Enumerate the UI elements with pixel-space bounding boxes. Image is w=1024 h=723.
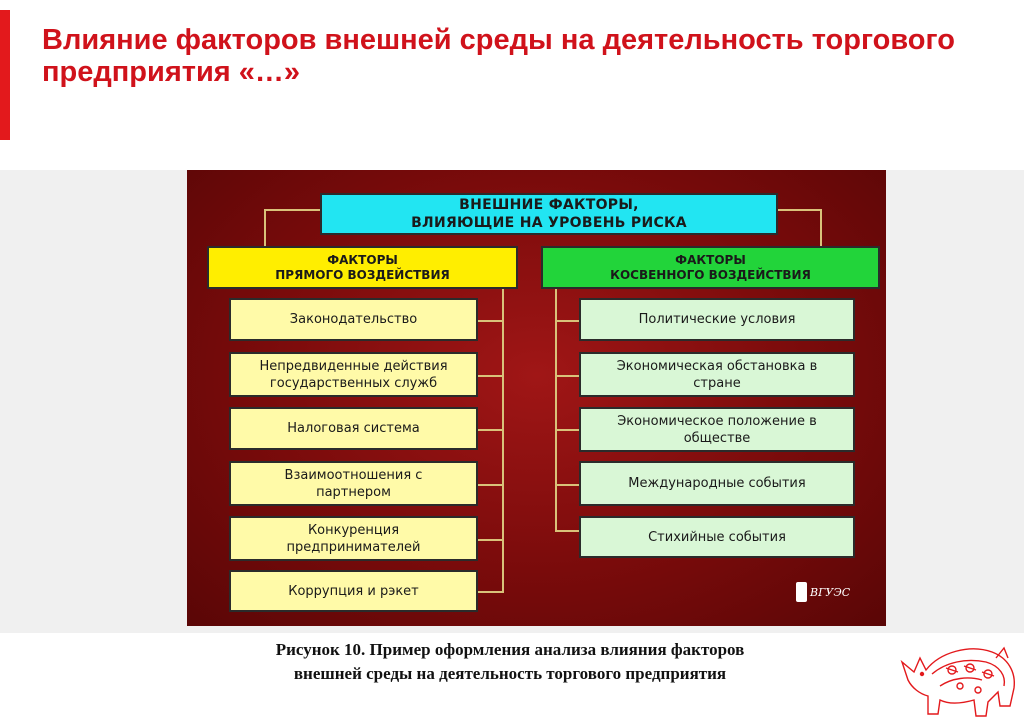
- root-node: ВНЕШНИЕ ФАКТОРЫ, ВЛИЯЮЩИЕ НА УРОВЕНЬ РИС…: [320, 193, 778, 235]
- direct-factor-item: Законодательство: [229, 298, 478, 341]
- caption-line-1: Рисунок 10. Пример оформления анализа вл…: [275, 640, 745, 659]
- indirect-factor-item: Экономическая обстановка в стране: [579, 352, 855, 397]
- direct-factor-item: Конкуренция предпринимателей: [229, 516, 478, 561]
- logo-text: ВГУЭС: [810, 585, 851, 599]
- direct-factor-item: Непредвиденные действия государственных …: [229, 352, 478, 397]
- direct-factor-item: Налоговая система: [229, 407, 478, 450]
- caption-line-2: внешней среды на деятельность торгового …: [293, 664, 727, 683]
- indirect-factor-item: Политические условия: [579, 298, 855, 341]
- direct-factor-item: Коррупция и рэкет: [229, 570, 478, 612]
- indirect-factor-item: Стихийные события: [579, 516, 855, 558]
- accent-bar: [0, 10, 10, 140]
- indirect-factors-header: ФАКТОРЫ КОСВЕННОГО ВОЗДЕЙСТВИЯ: [541, 246, 880, 289]
- indirect-factor-item: Международные события: [579, 461, 855, 506]
- figure-caption: Рисунок 10. Пример оформления анализа вл…: [190, 638, 830, 686]
- university-logo: ВГУЭС: [796, 582, 850, 602]
- direct-factor-item: Взаимоотношения с партнером: [229, 461, 478, 506]
- logo-icon: [796, 582, 807, 602]
- rhino-ornament-icon: [900, 646, 1015, 717]
- direct-factors-header: ФАКТОРЫ ПРЯМОГО ВОЗДЕЙСТВИЯ: [207, 246, 518, 289]
- indirect-factor-item: Экономическое положение в обществе: [579, 407, 855, 452]
- slide-title: Влияние факторов внешней среды на деятел…: [42, 24, 955, 88]
